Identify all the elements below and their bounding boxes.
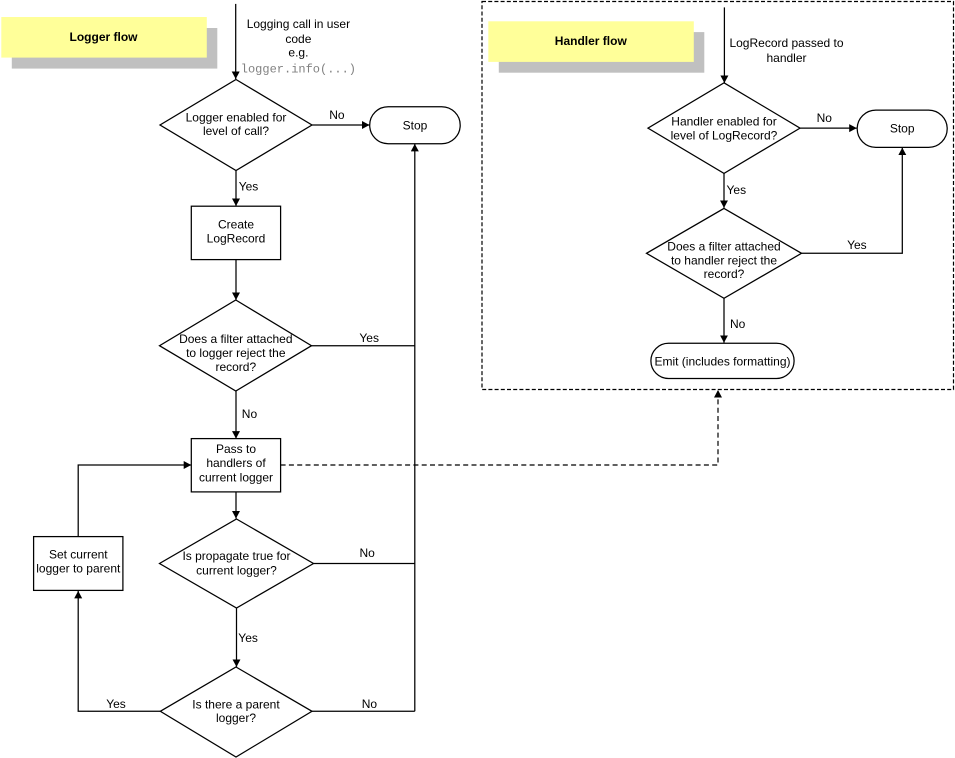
svg-text:record?: record? (215, 360, 256, 374)
svg-text:Handler enabled for: Handler enabled for (671, 114, 776, 128)
svg-text:No: No (360, 546, 376, 560)
svg-text:logger.info(...): logger.info(...) (241, 62, 356, 76)
svg-text:Yes: Yes (359, 331, 379, 345)
svg-text:No: No (242, 407, 258, 421)
svg-text:logger?: logger? (216, 711, 256, 725)
svg-text:No: No (329, 108, 345, 122)
svg-text:Stop: Stop (890, 121, 915, 135)
svg-text:record?: record? (704, 267, 745, 281)
svg-text:Pass to: Pass to (216, 442, 256, 456)
svg-text:Does a filter attached: Does a filter attached (667, 240, 780, 254)
svg-text:level of LogRecord?: level of LogRecord? (671, 129, 778, 143)
svg-text:Yes: Yes (239, 179, 259, 193)
svg-text:LogRecord: LogRecord (207, 232, 266, 246)
svg-text:Yes: Yes (106, 697, 126, 711)
svg-text:No: No (730, 317, 746, 331)
svg-text:code: code (285, 32, 311, 46)
svg-text:Stop: Stop (403, 118, 428, 132)
svg-text:Yes: Yes (727, 183, 747, 197)
svg-text:to logger reject the: to logger reject the (186, 346, 286, 360)
svg-text:Emit (includes formatting): Emit (includes formatting) (654, 354, 790, 368)
svg-text:Set current: Set current (49, 548, 108, 562)
svg-text:Yes: Yes (847, 238, 867, 252)
svg-text:current logger?: current logger? (196, 564, 277, 578)
svg-text:level of call?: level of call? (203, 124, 269, 138)
svg-text:No: No (362, 697, 378, 711)
svg-text:Is there a parent: Is there a parent (192, 697, 280, 711)
svg-text:Is propagate true for: Is propagate true for (182, 549, 290, 563)
svg-text:handlers of: handlers of (206, 456, 266, 470)
svg-text:to handler reject the: to handler reject the (671, 253, 777, 267)
svg-text:handler: handler (766, 51, 806, 65)
svg-text:Handler flow: Handler flow (555, 34, 628, 48)
svg-text:No: No (817, 111, 833, 125)
svg-text:e.g.: e.g. (288, 45, 308, 59)
svg-text:current logger: current logger (199, 470, 273, 484)
svg-text:Logging call in user: Logging call in user (247, 17, 350, 31)
svg-text:LogRecord passed to: LogRecord passed to (729, 36, 843, 50)
svg-text:Logger flow: Logger flow (70, 30, 139, 44)
svg-text:logger to parent: logger to parent (36, 562, 121, 576)
svg-text:Does a filter attached: Does a filter attached (179, 332, 292, 346)
svg-text:Logger enabled for: Logger enabled for (186, 110, 287, 124)
svg-text:Yes: Yes (238, 631, 258, 645)
svg-text:Create: Create (218, 217, 254, 231)
